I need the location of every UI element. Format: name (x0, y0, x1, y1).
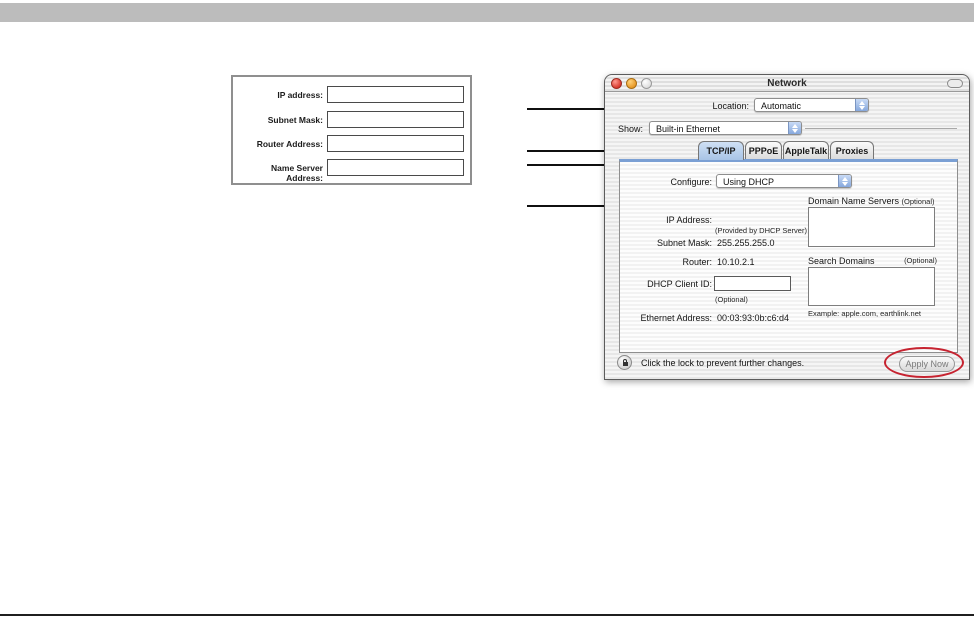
page-header-bar (0, 3, 974, 22)
subnet-mask-row-label: Subnet Mask: (656, 238, 712, 248)
search-domains-label: Search Domains (808, 256, 875, 266)
chevron-up-down-icon (838, 175, 851, 187)
dhcp-client-id-label: DHCP Client ID: (647, 279, 712, 289)
location-value: Automatic (761, 101, 802, 111)
show-row-divider (805, 128, 957, 129)
dns-servers-label: Domain Name Servers (808, 196, 900, 206)
ip-address-note: (Provided by DHCP Server) (715, 226, 807, 235)
router-value: 10.10.2.1 (717, 257, 755, 267)
configure-dropdown[interactable]: Using DHCP (716, 174, 852, 188)
form-row-nameserver: Name Server Address: (233, 159, 470, 183)
location-label: Location: (712, 101, 749, 111)
location-dropdown[interactable]: Automatic (754, 98, 869, 112)
form-row-subnet: Subnet Mask: (233, 111, 470, 128)
dhcp-client-id-note: (Optional) (715, 295, 748, 304)
network-window: Network Location: Automatic Show: Built-… (604, 74, 970, 380)
zoom-window-icon[interactable] (641, 78, 652, 89)
router-row-label: Router: (682, 257, 712, 267)
lock-body-icon (622, 362, 628, 366)
show-dropdown[interactable]: Built-in Ethernet (649, 121, 802, 135)
ethernet-address-label: Ethernet Address: (640, 313, 712, 323)
address-form: IP address: Subnet Mask: Router Address:… (231, 75, 472, 185)
lock-caption: Click the lock to prevent further change… (641, 358, 805, 368)
ip-address-field[interactable] (327, 86, 464, 103)
toolbar-toggle-icon[interactable] (947, 79, 963, 88)
search-domains-header: Search Domains (Optional) (808, 256, 937, 266)
tab-proxies[interactable]: Proxies (830, 141, 874, 160)
configure-label: Configure: (670, 177, 712, 187)
tab-tcpip[interactable]: TCP/IP (698, 141, 744, 160)
close-window-icon[interactable] (611, 78, 622, 89)
tab-pppoe[interactable]: PPPoE (745, 141, 782, 160)
dns-servers-optional: (Optional) (901, 197, 935, 206)
subnet-mask-value: 255.255.255.0 (717, 238, 775, 248)
search-domains-optional: (Optional) (904, 256, 937, 265)
name-server-address-field[interactable] (327, 159, 464, 176)
subnet-mask-field[interactable] (327, 111, 464, 128)
ethernet-address-value: 00:03:93:0b:c6:d4 (717, 313, 790, 323)
callout-line-show (527, 108, 656, 110)
chevron-up-down-icon (855, 99, 868, 111)
lock-icon[interactable] (617, 355, 632, 370)
ip-address-row-label: IP Address: (666, 215, 712, 225)
page-footer-rule (0, 614, 974, 616)
configure-value: Using DHCP (723, 177, 775, 187)
window-title: Network (767, 78, 807, 89)
router-address-label: Router Address: (256, 139, 323, 149)
form-row-router: Router Address: (233, 135, 470, 152)
show-value: Built-in Ethernet (656, 124, 721, 134)
lock-shackle-icon (623, 358, 627, 363)
dhcp-client-id-field[interactable] (714, 276, 791, 291)
ip-address-label: IP address: (277, 90, 323, 100)
name-server-address-label: Name Server Address: (271, 163, 323, 183)
search-domains-example: Example: apple.com, earthlink.net (808, 309, 921, 318)
minimize-window-icon[interactable] (626, 78, 637, 89)
chevron-up-down-icon (788, 122, 801, 134)
tcpip-panel: Configure: Using DHCP IP Address: (Provi… (619, 159, 958, 353)
dns-servers-textarea[interactable] (808, 207, 935, 247)
form-row-ip: IP address: (233, 86, 470, 103)
dns-servers-header: Domain Name Servers (Optional) (808, 196, 937, 206)
show-label: Show: (617, 124, 643, 134)
router-address-field[interactable] (327, 135, 464, 152)
tab-appletalk[interactable]: AppleTalk (783, 141, 829, 160)
subnet-mask-label: Subnet Mask: (267, 115, 323, 125)
window-title-bar[interactable]: Network (605, 75, 969, 92)
apply-now-highlight-ellipse (884, 347, 964, 378)
search-domains-textarea[interactable] (808, 267, 935, 306)
